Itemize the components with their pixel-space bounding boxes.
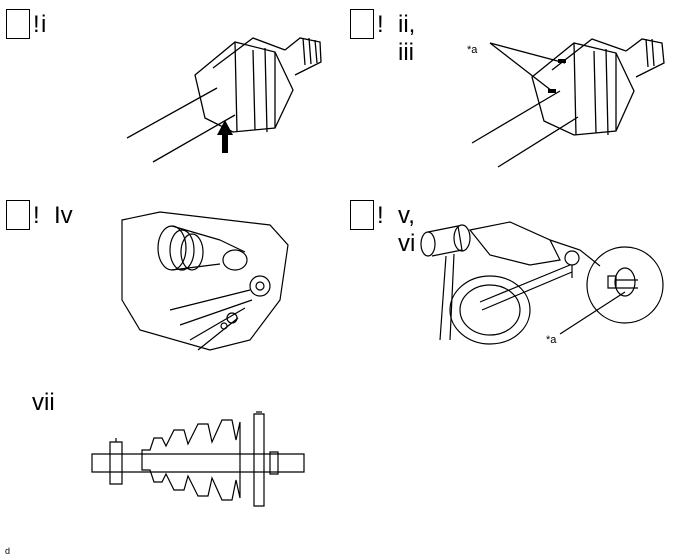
step-5-illustration (90, 410, 310, 510)
step-4-checkbox[interactable] (350, 200, 374, 230)
step-2-label-line2: iii (398, 39, 414, 66)
step-3-illustration (120, 190, 300, 360)
step-3-mark: ! (33, 202, 40, 229)
step-1-label: i (41, 11, 47, 38)
step-1-illustration (125, 20, 325, 170)
step-3-label: Iv (54, 202, 73, 229)
step-2-checkbox[interactable] (350, 9, 374, 39)
step-2-callout: *a (467, 44, 478, 56)
step-2-illustration (470, 25, 670, 175)
step-1-mark: ! (33, 11, 40, 38)
step-5-label: vii (32, 389, 55, 416)
step-3-checkbox[interactable] (6, 200, 30, 230)
footer-mark: d (5, 546, 11, 556)
step-2-label-line1: ii, (398, 11, 416, 38)
step-4-illustration (420, 210, 665, 350)
step-1-checkbox[interactable] (6, 9, 30, 39)
step-4-label-line2: vi (398, 230, 416, 257)
step-2-mark: ! (377, 11, 384, 38)
step-4-callout: *a (546, 334, 557, 346)
step-4-label-line1: v, (398, 202, 415, 229)
step-4-mark: ! (377, 202, 384, 229)
